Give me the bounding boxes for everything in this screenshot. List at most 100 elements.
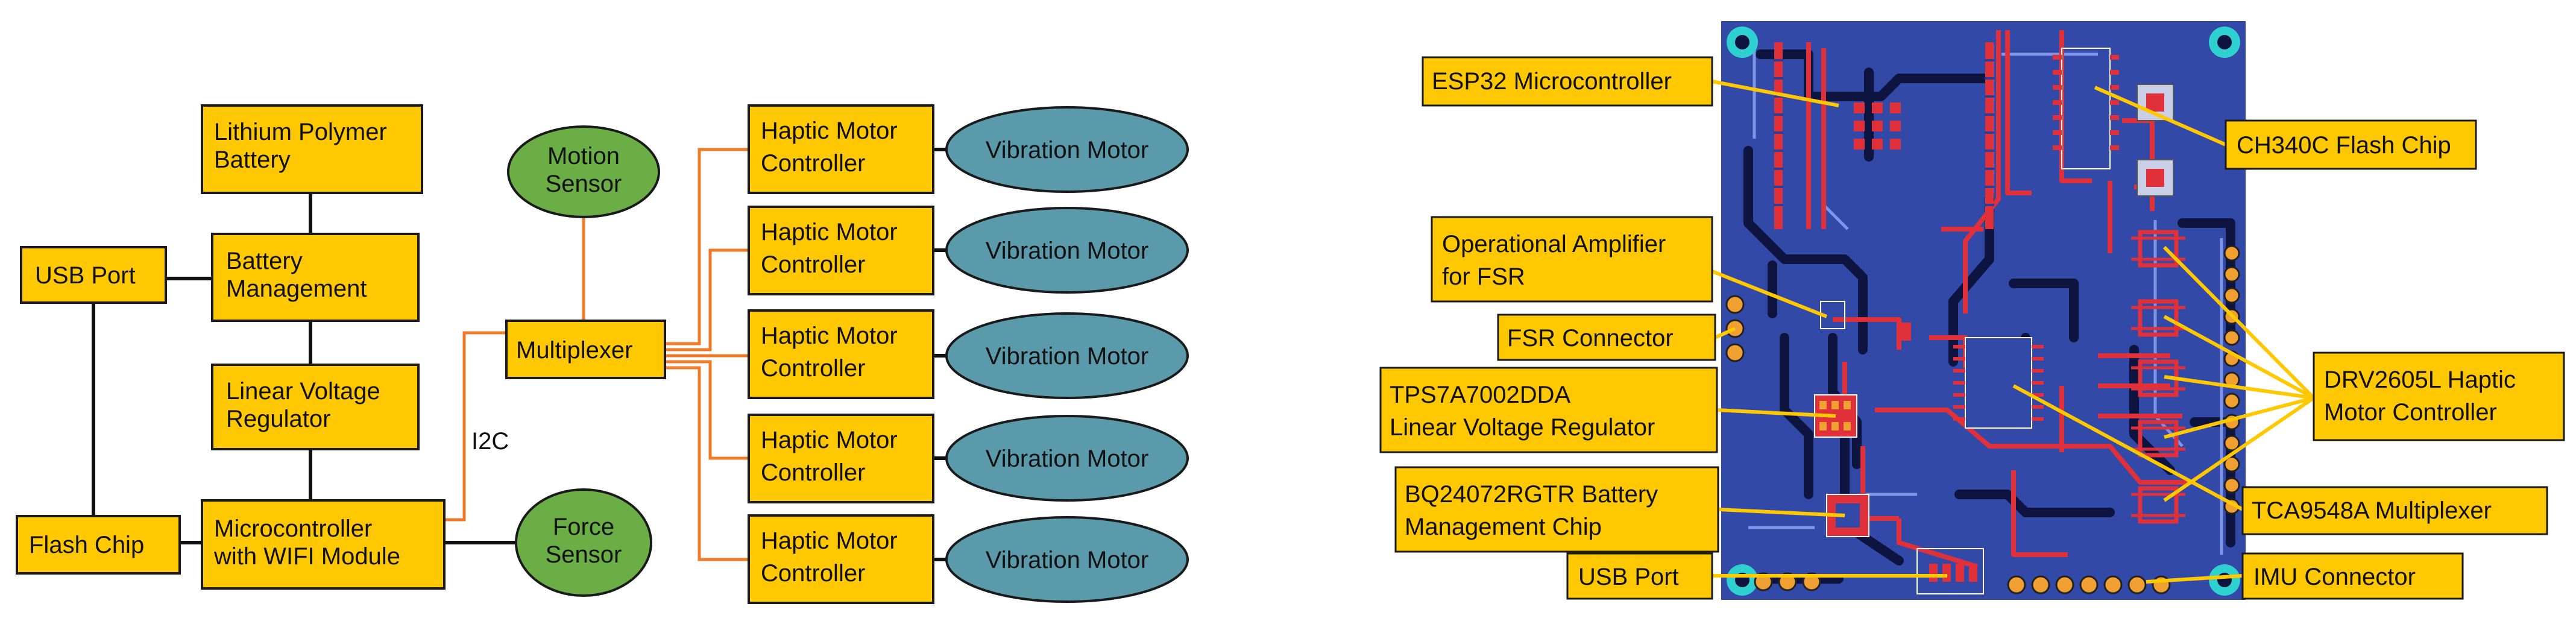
tps-regulator-label-line-1: TPS7A7002DDA xyxy=(1390,382,1570,408)
linear-regulator-box xyxy=(211,364,420,450)
vibration-motor-label-5: Vibration Motor xyxy=(986,547,1149,573)
leader-drv-5 xyxy=(2163,396,2315,502)
esp32-pad-gaps xyxy=(1774,59,1994,206)
vibration-motor-label-4: Vibration Motor xyxy=(986,446,1149,472)
microcontroller-label-line-2: with WIFI Module xyxy=(213,543,400,570)
haptic-controller-box-2 xyxy=(748,206,934,295)
leader-bq xyxy=(1718,508,1845,517)
battery-management-label-line-1: Battery xyxy=(226,248,303,274)
multiplexer-label-line-1: Multiplexer xyxy=(516,337,632,364)
leader-drv-1 xyxy=(2162,245,2316,400)
haptic-controller-label-3-line-2: Controller xyxy=(761,355,865,382)
opamp-label-box xyxy=(1431,216,1713,303)
button-pad-2 xyxy=(2146,169,2164,187)
vibration-motor-label-4-line-1: Vibration Motor xyxy=(986,446,1149,472)
ch340-label-line-1: CH340C Flash Chip xyxy=(2237,132,2451,159)
vibration-motor-ellipse-4 xyxy=(945,415,1189,502)
tca9548-label: TCA9548A Multiplexer xyxy=(2252,497,2492,524)
vibration-motor-label-1-line-1: Vibration Motor xyxy=(986,137,1149,163)
motor-connections xyxy=(933,148,946,561)
drv2605-chips xyxy=(2131,230,2185,524)
battery-management-box xyxy=(211,233,420,322)
line-mux-to-haptic-5 xyxy=(665,366,749,561)
ch340-label-box xyxy=(2225,119,2477,170)
leader-tps xyxy=(1716,408,1836,418)
motion-sensor-label-line-1: Motion xyxy=(547,143,620,169)
imu-connector-label: IMU Connector xyxy=(2253,564,2416,590)
vibration-motor-label-5-line-1: Vibration Motor xyxy=(986,547,1149,573)
battery-label-line-2: Battery xyxy=(214,147,291,173)
imu-connector-label-line-1: IMU Connector xyxy=(2253,564,2416,590)
block-ellipses xyxy=(507,106,1189,603)
pcb-buttons xyxy=(2137,84,2174,197)
haptic-controller-box-4 xyxy=(748,414,934,503)
haptic-controller-box-5 xyxy=(748,514,934,604)
flash-chip-label: Flash Chip xyxy=(29,532,144,558)
multiplexer-box xyxy=(505,320,666,379)
pcb-label-boxes xyxy=(1379,56,2565,600)
tca9548-body xyxy=(1965,337,2032,429)
flash-chip-label-line-1: Flash Chip xyxy=(29,532,144,558)
usb-label-box xyxy=(1566,552,1713,600)
ch340-outline xyxy=(2061,48,2111,169)
haptic-controller-label-1-line-2: Controller xyxy=(761,150,865,177)
drv2605-label-box xyxy=(2313,351,2565,441)
haptic-controller-label-2-line-1: Haptic Motor xyxy=(761,219,898,245)
multiplexer-label: Multiplexer xyxy=(516,337,632,364)
i2c-label: I2C xyxy=(471,428,509,455)
ch340-footprint xyxy=(2053,48,2119,169)
vibration-motor-label-3: Vibration Motor xyxy=(986,343,1149,370)
ch340-label: CH340C Flash Chip xyxy=(2237,132,2451,159)
haptic-controller-label-4-line-1: Haptic Motor xyxy=(761,427,898,453)
battery-label-line-1: Lithium Polymer xyxy=(214,119,387,145)
imu-label-box xyxy=(2241,552,2464,600)
leader-drv-2 xyxy=(2163,315,2315,400)
esp32-footprint xyxy=(1774,42,1994,229)
pcb-label-texts: ESP32 Microcontroller Operational Amplif… xyxy=(1390,68,2516,590)
tca9548-label-line-1: TCA9548A Multiplexer xyxy=(2252,497,2492,524)
linear-regulator-label-line-2: Regulator xyxy=(226,406,330,432)
tps-label-box xyxy=(1379,367,1718,453)
fsr-label-box xyxy=(1497,314,1716,361)
bq-label-box xyxy=(1394,466,1719,553)
vibration-motor-ellipse-3 xyxy=(945,312,1189,399)
motion-sensor-label-line-2: Sensor xyxy=(546,171,622,197)
i2c-label-line-1: I2C xyxy=(471,428,509,455)
leader-fsr xyxy=(1714,327,1736,339)
leader-drv-3 xyxy=(2164,375,2314,400)
leader-tca xyxy=(2012,384,2244,511)
flash-chip-box xyxy=(16,515,181,575)
battery-management-label-line-2: Management xyxy=(226,276,367,302)
vibration-motor-label-3-line-1: Vibration Motor xyxy=(986,343,1149,370)
opamp-label-line-1: Operational Amplifier xyxy=(1442,231,1666,257)
usb-port-label: USB Port xyxy=(35,262,136,289)
leader-lines xyxy=(1711,80,2316,584)
microcontroller-box xyxy=(201,499,446,590)
pcb-usb-port-label: USB Port xyxy=(1578,564,1679,590)
block-boxes xyxy=(16,104,934,604)
opamp-label-line-2: for FSR xyxy=(1442,263,1525,290)
vibration-motor-ellipse-1 xyxy=(945,106,1189,193)
pcb-layout: ESP32 Microcontroller Operational Amplif… xyxy=(1379,21,2565,600)
pcb-headers xyxy=(1725,245,2240,594)
esp32-label-box xyxy=(1422,56,1713,107)
linear-regulator-label-line-1: Linear Voltage xyxy=(226,378,380,405)
line-mux-to-haptic-2 xyxy=(665,248,749,351)
vibration-motor-label-2: Vibration Motor xyxy=(986,238,1149,264)
usb-port-label-line-1: USB Port xyxy=(35,262,136,289)
vibration-motor-label-2-line-1: Vibration Motor xyxy=(986,238,1149,264)
microcontroller-label-line-1: Microcontroller xyxy=(214,515,372,542)
motion-sensor-ellipse xyxy=(507,125,660,218)
battery-box xyxy=(201,104,423,194)
